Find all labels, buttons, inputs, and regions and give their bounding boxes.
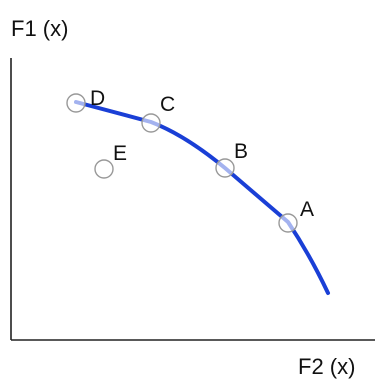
- point-c-label: C: [160, 93, 175, 116]
- y-axis-title: F1 (x): [11, 16, 68, 41]
- point-a-marker: [278, 213, 298, 233]
- point-d: D: [66, 87, 105, 113]
- point-e-marker: [94, 159, 114, 179]
- point-b-marker: [215, 158, 235, 178]
- point-b: B: [215, 140, 248, 178]
- point-c: C: [141, 93, 175, 133]
- point-d-label: D: [90, 87, 105, 110]
- point-d-marker: [66, 93, 86, 113]
- x-axis-title: F2 (x): [298, 354, 355, 379]
- point-a: A: [278, 198, 314, 233]
- point-c-marker: [141, 113, 161, 133]
- pareto-front-curve: [74, 100, 330, 295]
- point-b-label: B: [234, 140, 248, 163]
- point-e: E: [94, 142, 127, 179]
- point-e-label: E: [113, 142, 127, 165]
- point-a-label: A: [300, 198, 314, 221]
